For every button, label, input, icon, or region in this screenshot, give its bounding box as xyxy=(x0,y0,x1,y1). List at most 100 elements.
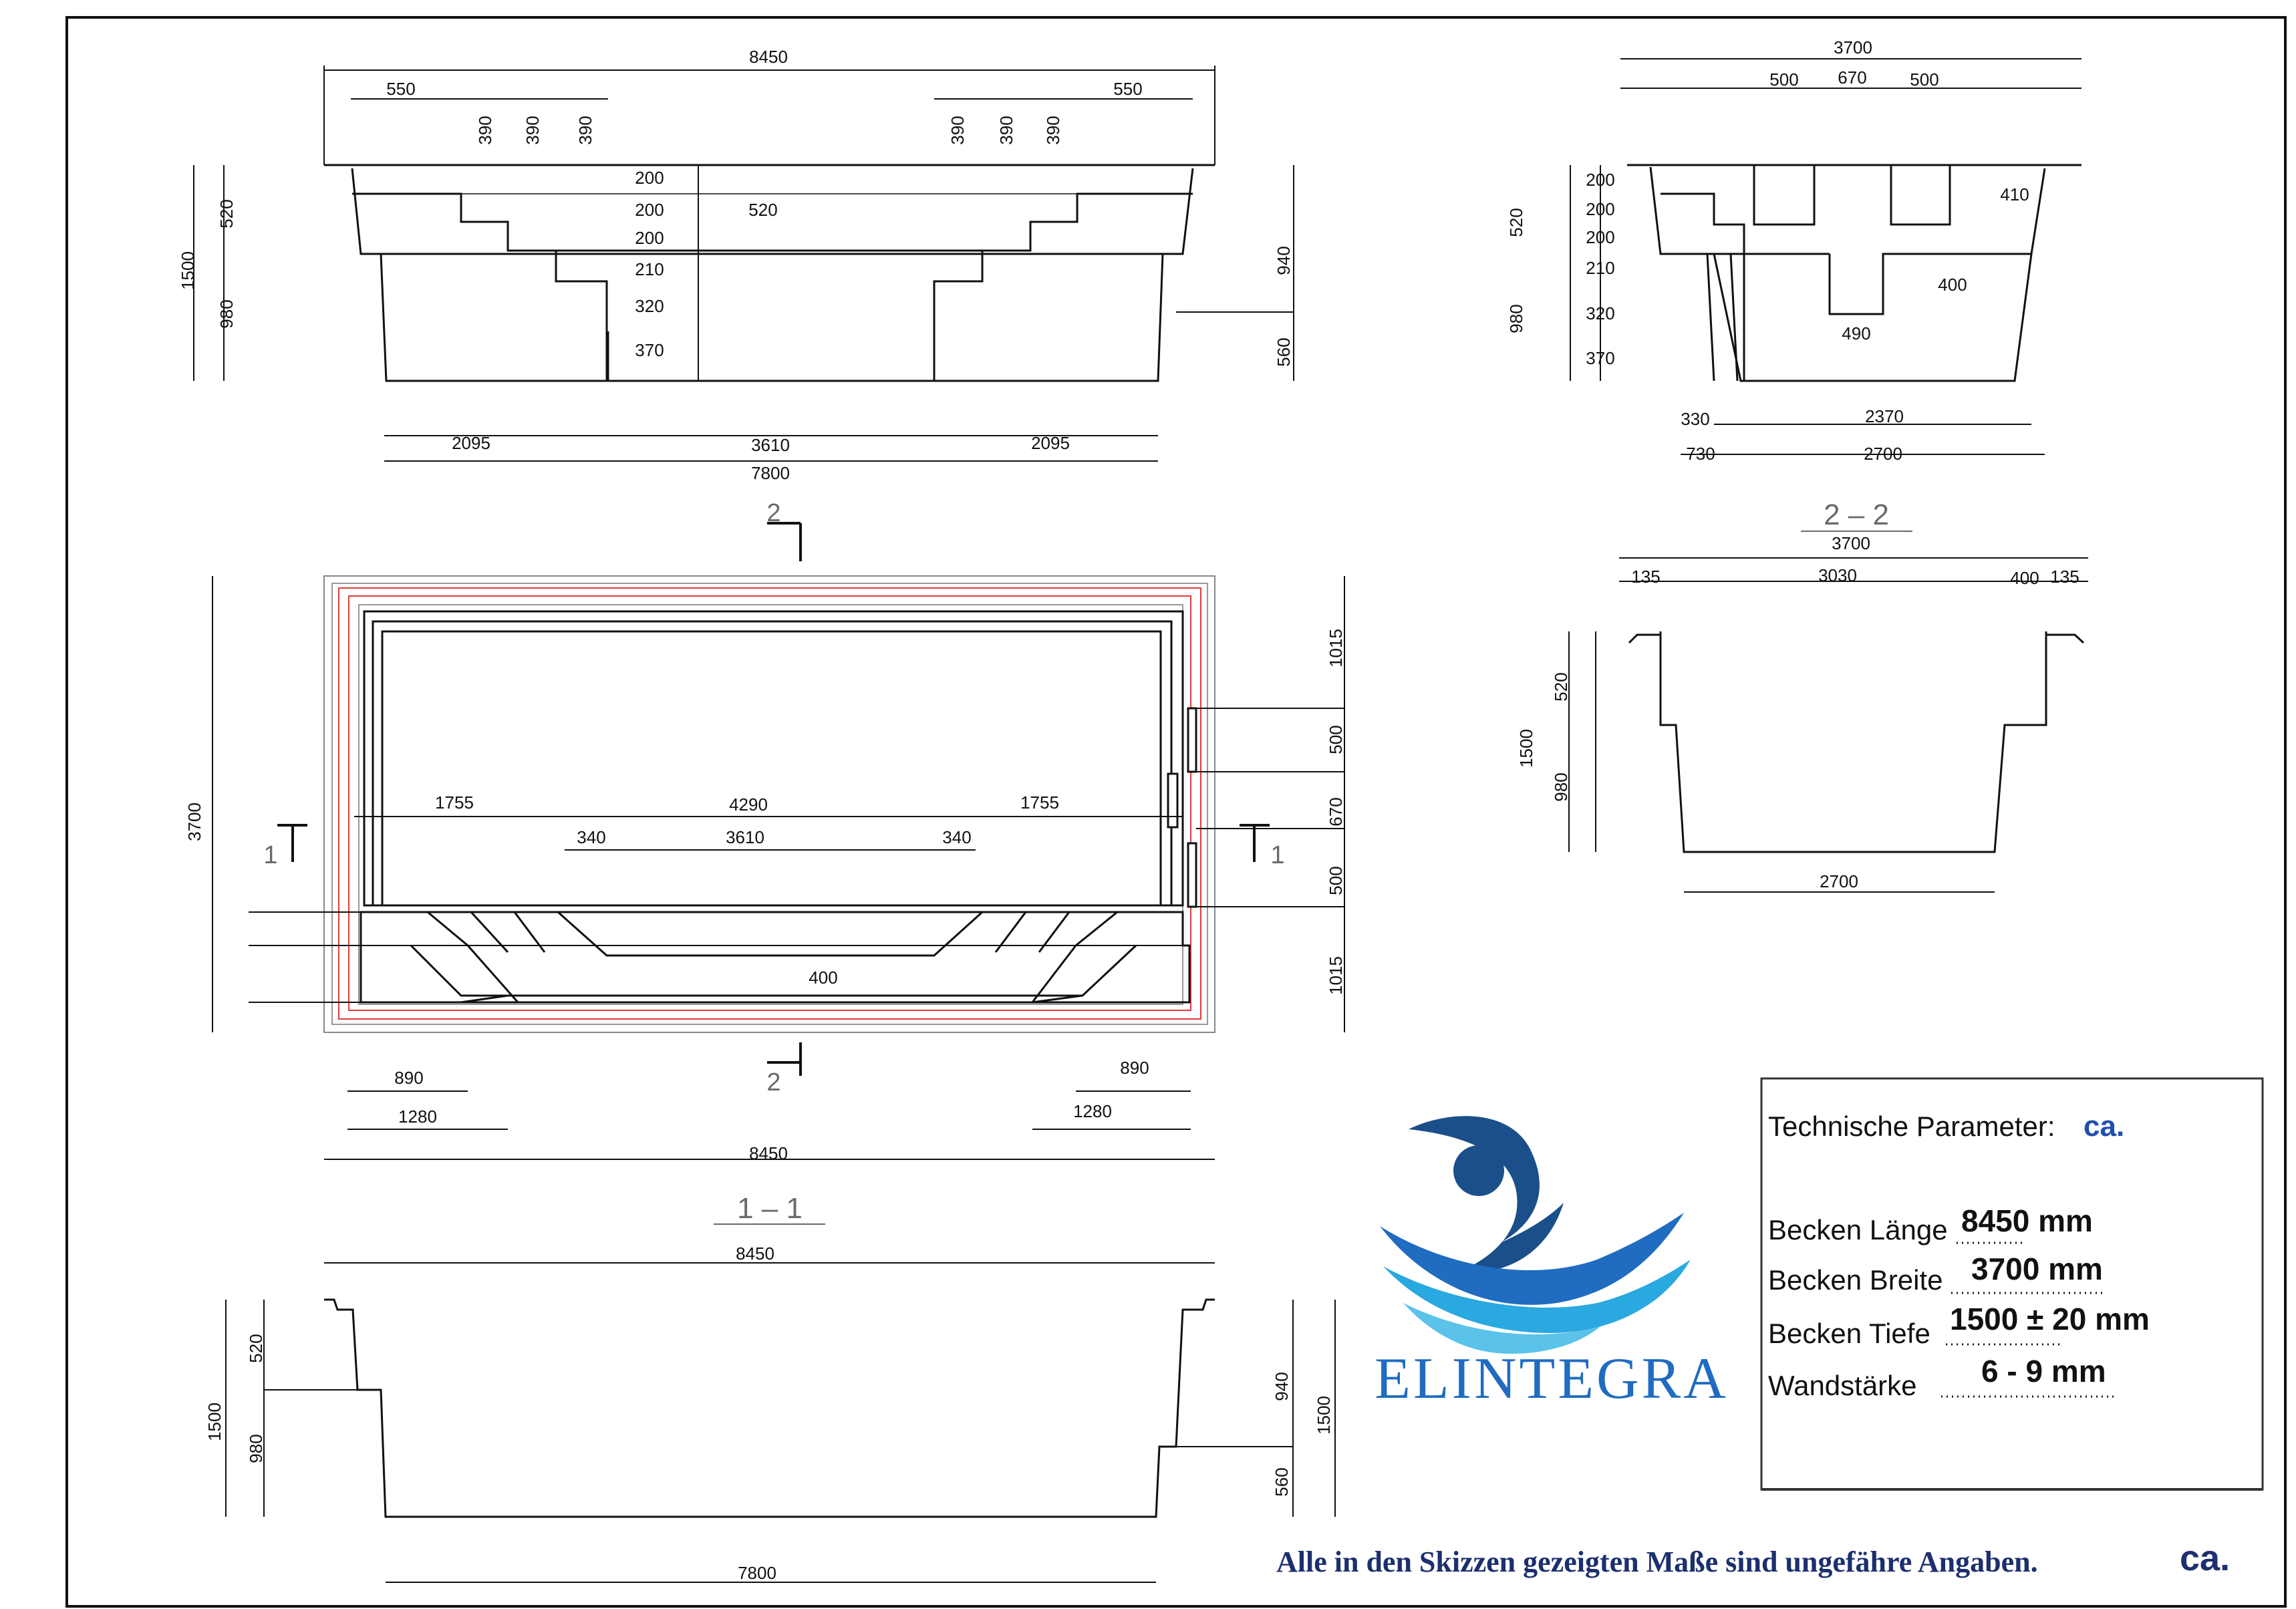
elevation-short xyxy=(1627,164,2082,382)
dim-label: 560 xyxy=(1272,1467,1292,1496)
dim-label: 500 xyxy=(1326,866,1346,895)
dim-label: 500 xyxy=(1910,69,1939,90)
elevation-long xyxy=(324,164,1215,382)
dim-label: 8450 xyxy=(736,1244,774,1264)
param-label-wall: Wandstärke xyxy=(1768,1370,1917,1401)
dim-label: 3700 xyxy=(1832,533,1870,553)
logo-wave-3 xyxy=(1403,1303,1600,1354)
params-box xyxy=(1760,1077,2264,1491)
dim-label: 550 xyxy=(386,79,415,99)
dim-label: 890 xyxy=(394,1068,423,1088)
param-value-depth: 1500 ± 20 mm xyxy=(1950,1302,2150,1336)
cut-label-2-top: 2 xyxy=(766,499,780,527)
dim-label: 3030 xyxy=(1818,565,1857,585)
logo-swimmer-arm xyxy=(1409,1116,1564,1274)
dim-label: 520 xyxy=(1551,672,1571,701)
dim-label: 980 xyxy=(1551,772,1571,801)
dim-label: 520 xyxy=(217,199,237,228)
dim-label: 200 xyxy=(1586,199,1614,219)
dim-label: 390 xyxy=(1043,116,1063,144)
dim-label: 670 xyxy=(1838,67,1866,88)
dim-label: 340 xyxy=(577,827,605,847)
dim-label: 940 xyxy=(1272,1372,1292,1401)
dim-label: 410 xyxy=(2000,184,2029,204)
dim-label: 370 xyxy=(1586,348,1614,368)
dim-label: 390 xyxy=(523,116,543,144)
dim-label: 1755 xyxy=(1020,792,1059,813)
param-value-length: 8450 mm xyxy=(1961,1203,2093,1238)
dim-label: 2700 xyxy=(1864,444,1902,464)
dim-label: 500 xyxy=(1326,725,1346,754)
dim-label: 1015 xyxy=(1326,629,1346,668)
plan-view: 2 2 1 1 3700 1015 500 670 500 1015 1755 … xyxy=(184,499,1346,1163)
dim-label: 7800 xyxy=(751,463,790,483)
dim-label: 1500 xyxy=(1314,1396,1334,1435)
elevation-short-dims xyxy=(1570,58,2082,455)
dim-label: 330 xyxy=(1681,409,1709,429)
dim-label: 390 xyxy=(996,116,1016,144)
dim-label: 520 xyxy=(1506,208,1526,237)
dim-label: 2095 xyxy=(452,433,490,453)
technical-parameters-panel: Technische Parameter: ca. Becken Länge 8… xyxy=(1760,1077,2264,1491)
dim-label: 320 xyxy=(635,296,664,316)
param-label-length: Becken Länge xyxy=(1768,1214,1948,1246)
params-ca: ca. xyxy=(2084,1110,2124,1143)
approximate-note: Alle in den Skizzen gezeigten Maße sind … xyxy=(1276,1546,2038,1578)
dim-label: 890 xyxy=(1120,1058,1149,1078)
dim-label: 200 xyxy=(1586,227,1614,247)
dim-label: 1500 xyxy=(204,1403,225,1441)
dim-label: 1500 xyxy=(178,251,198,290)
dim-label: 4290 xyxy=(729,794,768,815)
dim-label: 980 xyxy=(246,1434,266,1463)
dim-label: 2370 xyxy=(1865,406,1904,426)
param-label-depth: Becken Tiefe xyxy=(1768,1318,1930,1349)
section-2-2: 2 – 2 3700 135 3030 400 135 1500 520 980… xyxy=(1516,498,2088,893)
dim-label: 3700 xyxy=(1834,37,1872,57)
dim-label: 340 xyxy=(942,827,971,847)
params-title: Technische Parameter: xyxy=(1768,1111,2055,1142)
dim-label: 1500 xyxy=(1516,729,1536,768)
approximate-note-ca: ca. xyxy=(2180,1538,2230,1578)
dim-label: 520 xyxy=(246,1334,266,1362)
dim-label: 980 xyxy=(217,299,237,328)
dim-label: 200 xyxy=(1586,170,1614,190)
dim-label: 135 xyxy=(1631,567,1660,587)
dim-label: 1015 xyxy=(1326,956,1346,995)
dim-label: 500 xyxy=(1769,69,1798,90)
elevation-long-labels: 8450 550 390 390 390 390 390 390 550 200… xyxy=(178,47,1294,483)
dim-label: 2700 xyxy=(1820,871,1858,891)
dim-label: 1280 xyxy=(1073,1101,1112,1121)
cut-label-2-bottom: 2 xyxy=(766,1068,780,1096)
logo-swimmer-head xyxy=(1453,1145,1504,1196)
logo-wave-2 xyxy=(1383,1260,1691,1333)
dim-label: 200 xyxy=(635,168,664,188)
dim-label: 3610 xyxy=(726,827,764,847)
dim-label: 210 xyxy=(635,259,664,279)
dim-label: 520 xyxy=(748,200,777,220)
dim-label: 730 xyxy=(1686,444,1715,464)
cut-label-1-right: 1 xyxy=(1270,841,1284,869)
logo-wave-1 xyxy=(1380,1213,1684,1305)
dim-label: 3610 xyxy=(751,435,790,455)
dim-label: 390 xyxy=(575,116,595,144)
param-value-wall: 6 - 9 mm xyxy=(1981,1354,2106,1388)
dim-label: 3700 xyxy=(184,802,204,841)
dim-label: 7800 xyxy=(738,1563,776,1583)
dim-label: 550 xyxy=(1113,79,1142,99)
dim-label: 210 xyxy=(1586,258,1614,278)
elintegra-logo: ELINTEGRA xyxy=(1375,1116,1726,1411)
param-value-width: 3700 mm xyxy=(1971,1252,2103,1286)
dim-label: 370 xyxy=(635,340,664,360)
dim-label: 670 xyxy=(1326,797,1346,826)
sheet-frame xyxy=(65,16,2287,1608)
dim-label: 200 xyxy=(635,200,664,220)
dim-label: 8450 xyxy=(749,1143,788,1163)
dim-label: 390 xyxy=(475,116,495,144)
dim-label: 1755 xyxy=(435,792,474,813)
section-title: 1 – 1 xyxy=(737,1192,803,1225)
dim-label: 320 xyxy=(1586,303,1614,323)
cut-label-1-left: 1 xyxy=(263,841,277,869)
dim-label: 400 xyxy=(2010,568,2039,588)
elevation-short-labels: 3700 500 670 500 520 980 200 200 200 210… xyxy=(1506,37,2029,464)
